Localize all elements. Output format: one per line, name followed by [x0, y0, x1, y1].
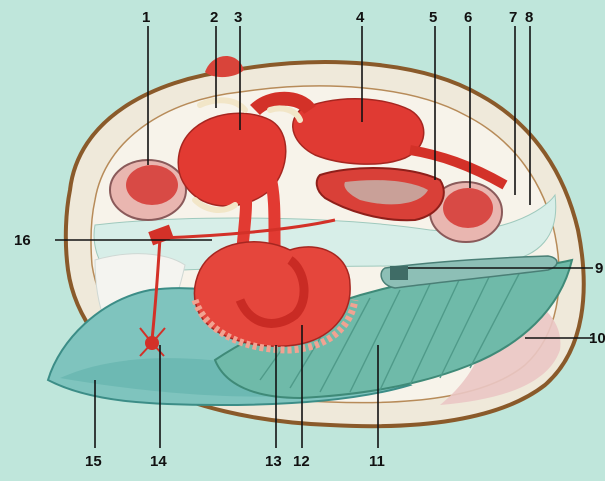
- label-3: 3: [234, 9, 242, 26]
- label-7: 7: [509, 9, 517, 26]
- label-4: 4: [356, 9, 365, 26]
- label-9: 9: [595, 260, 603, 277]
- label-10: 10: [589, 330, 605, 347]
- label-14: 14: [150, 453, 167, 470]
- label-8: 8: [525, 9, 533, 26]
- posterior-adductor-core: [443, 188, 493, 228]
- anterior-adductor-core: [126, 165, 178, 205]
- label-16: 16: [14, 232, 31, 249]
- label-1: 1: [142, 9, 150, 26]
- label-6: 6: [464, 9, 472, 26]
- label-15: 15: [85, 453, 102, 470]
- label-11: 11: [369, 453, 385, 470]
- label-13: 13: [265, 453, 282, 470]
- palp-tip: [390, 266, 408, 280]
- heart: [293, 99, 424, 164]
- label-5: 5: [429, 9, 437, 26]
- label-2: 2: [210, 9, 218, 26]
- label-12: 12: [293, 453, 310, 470]
